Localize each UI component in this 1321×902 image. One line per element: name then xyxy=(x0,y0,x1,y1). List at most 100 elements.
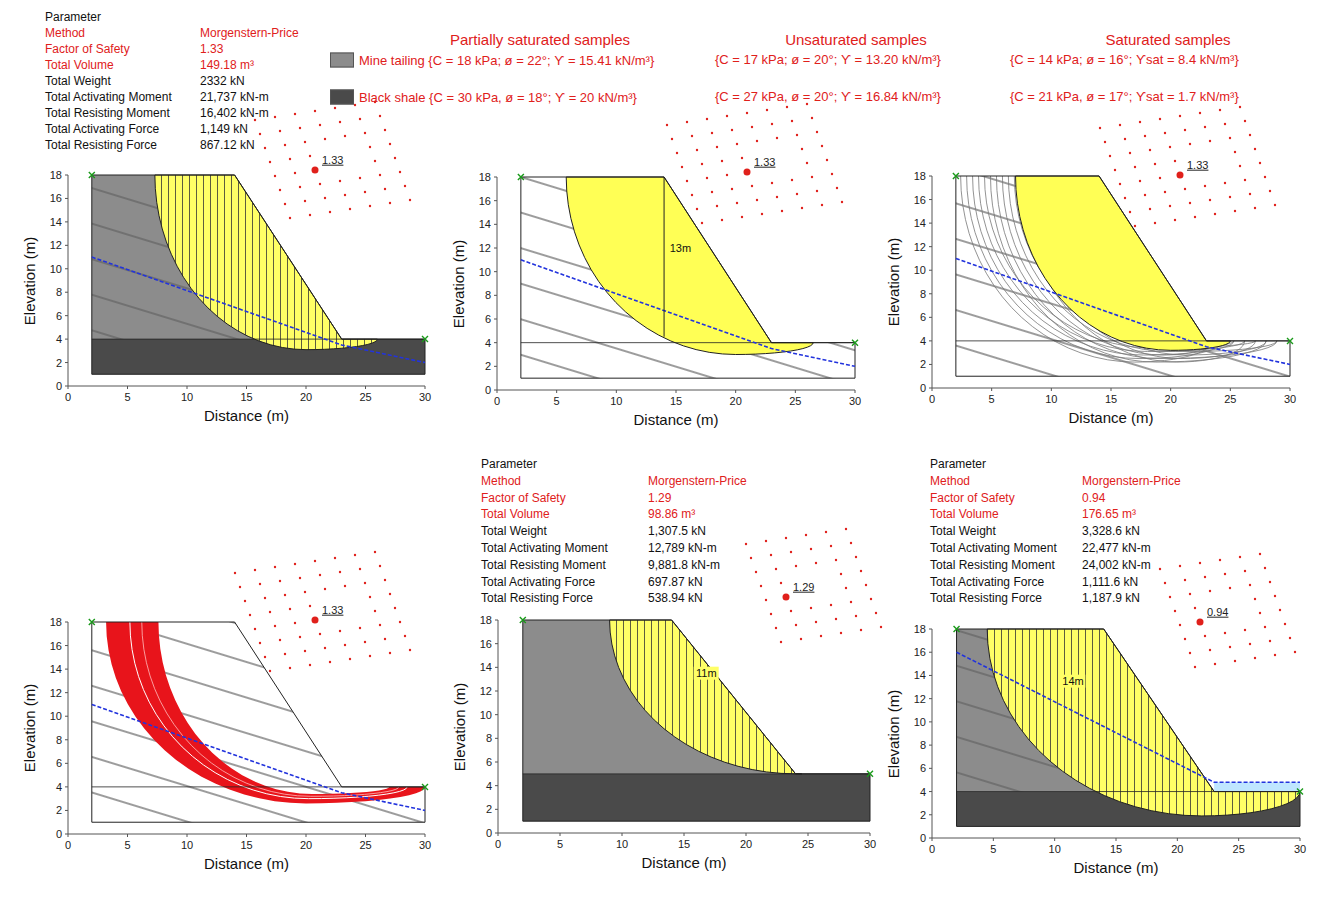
axis-tick: 10 xyxy=(914,264,926,277)
grid-centre-dot xyxy=(274,566,276,568)
grid-centre-dot xyxy=(369,146,371,148)
grid-centre-dot xyxy=(1259,612,1261,614)
grid-centre-dot xyxy=(1169,146,1171,148)
grid-centre-dot xyxy=(1264,176,1266,178)
grid-centre-dot xyxy=(1204,185,1206,187)
safety-factor: 1.29 xyxy=(793,581,814,594)
grid-centre-dot xyxy=(870,598,872,600)
axis-tick-mark xyxy=(870,833,871,836)
grid-centre-dot xyxy=(1209,590,1211,592)
grid-centre-dot xyxy=(1154,163,1156,165)
axis-tick-mark xyxy=(187,834,188,837)
axis-tick: 30 xyxy=(1284,393,1296,406)
critical-centre-dot xyxy=(1177,172,1184,179)
parameter-value: 697.87 kN xyxy=(648,576,703,590)
grid-centre-dot xyxy=(1249,643,1251,645)
grid-centre-dot xyxy=(845,587,847,589)
grid-centre-dot xyxy=(1204,126,1206,128)
axis-tick-mark xyxy=(494,366,497,367)
grid-centre-dot xyxy=(1139,121,1141,123)
grid-centre-dot xyxy=(234,572,236,574)
grid-centre-dot xyxy=(1249,584,1251,586)
grid-centre-dot xyxy=(399,171,401,173)
grid-centre-dot xyxy=(354,554,356,556)
grid-centre-dot xyxy=(801,207,803,209)
axis-tick-mark xyxy=(746,833,747,836)
axis-tick-mark xyxy=(494,224,497,225)
axis-title: Elevation (m) xyxy=(885,689,902,777)
grid-centre-dot xyxy=(339,180,341,182)
safety-factor: 1.33 xyxy=(1187,159,1208,172)
grid-centre-dot xyxy=(384,579,386,581)
axis-tick: 18 xyxy=(479,171,491,184)
parameter-value: 1,111.6 kN xyxy=(1082,576,1138,590)
axis-line xyxy=(68,175,425,386)
grid-centre-dot xyxy=(279,580,281,582)
axis-tick-mark xyxy=(187,386,188,389)
axis-tick-mark xyxy=(494,248,497,249)
grid-centre-dot xyxy=(324,588,326,590)
grid-centre-dot xyxy=(1179,115,1181,117)
grid-centre-dot xyxy=(339,630,341,632)
axis-tick: 15 xyxy=(240,391,252,404)
axis-tick: 5 xyxy=(554,395,560,408)
parameter-name: Total Resisting Force xyxy=(45,139,157,153)
grid-centre-dot xyxy=(671,138,673,140)
axis-tick-mark xyxy=(808,833,809,836)
layer-boundary xyxy=(956,340,1290,341)
grid-centre-dot xyxy=(770,613,772,615)
grid-centre-dot xyxy=(1229,646,1231,648)
axis-tick: 12 xyxy=(50,239,62,252)
axis-tick-mark xyxy=(1290,388,1291,391)
parameter-name: Factor of Safety xyxy=(481,492,566,506)
parameter-value: 24,002 kN-m xyxy=(1082,559,1151,573)
grid-centre-dot xyxy=(384,129,386,131)
grid-centre-dot xyxy=(1259,553,1261,555)
grid-centre-dot xyxy=(830,604,832,606)
grid-centre-dot xyxy=(1169,205,1171,207)
grid-centre-dot xyxy=(736,202,738,204)
parameter-name: Total Weight xyxy=(930,525,996,539)
axis-tick-mark xyxy=(929,317,932,318)
axis-tick: 25 xyxy=(1224,393,1236,406)
axis-tick-mark xyxy=(65,763,68,764)
grid-centre-dot xyxy=(1184,638,1186,640)
legend-swatch xyxy=(330,53,354,68)
grid-centre-dot xyxy=(284,144,286,146)
grid-centre-dot xyxy=(765,599,767,601)
axis-line xyxy=(497,177,855,390)
boundary-marker xyxy=(954,626,960,632)
axis-tick-mark xyxy=(616,390,617,393)
axis-tick-mark xyxy=(498,833,499,836)
grid-centre-dot xyxy=(1204,576,1206,578)
axis-tick-mark xyxy=(495,809,498,810)
axis-tick-mark xyxy=(306,386,307,389)
axis-tick: 15 xyxy=(678,838,690,851)
axis-title: Distance (m) xyxy=(204,407,289,424)
grid-centre-dot xyxy=(364,132,366,134)
grid-centre-dot xyxy=(254,628,256,630)
parameter-value: 12,789 kN-m xyxy=(648,542,717,556)
boundary-marker xyxy=(1287,338,1293,344)
critical-slip-band xyxy=(106,622,425,803)
parameter-name: Total Activating Force xyxy=(930,576,1044,590)
parameter-value: 16,402 kN-m xyxy=(200,107,269,121)
boundary-marker xyxy=(89,172,95,178)
axis-tick-mark xyxy=(929,293,932,294)
grid-centre-dot xyxy=(339,571,341,573)
axis-tick-mark xyxy=(1177,838,1178,841)
axis-tick: 16 xyxy=(914,193,926,206)
grid-centre-dot xyxy=(374,160,376,162)
parameter-value: 98.86 m³ xyxy=(648,508,695,522)
axis-tick: 4 xyxy=(920,785,926,798)
grid-centre-dot xyxy=(279,189,281,191)
grid-centre-dot xyxy=(781,210,783,212)
grid-centre-dot xyxy=(349,208,351,210)
axis-tick: 12 xyxy=(480,685,492,698)
axis-title: Elevation (m) xyxy=(451,682,468,770)
axis-tick-mark xyxy=(676,390,677,393)
grid-centre-dot xyxy=(304,591,306,593)
parameter-name: Total Resisting Moment xyxy=(481,559,606,573)
slope-outline xyxy=(956,176,1290,376)
grid-centre-dot xyxy=(786,106,788,108)
